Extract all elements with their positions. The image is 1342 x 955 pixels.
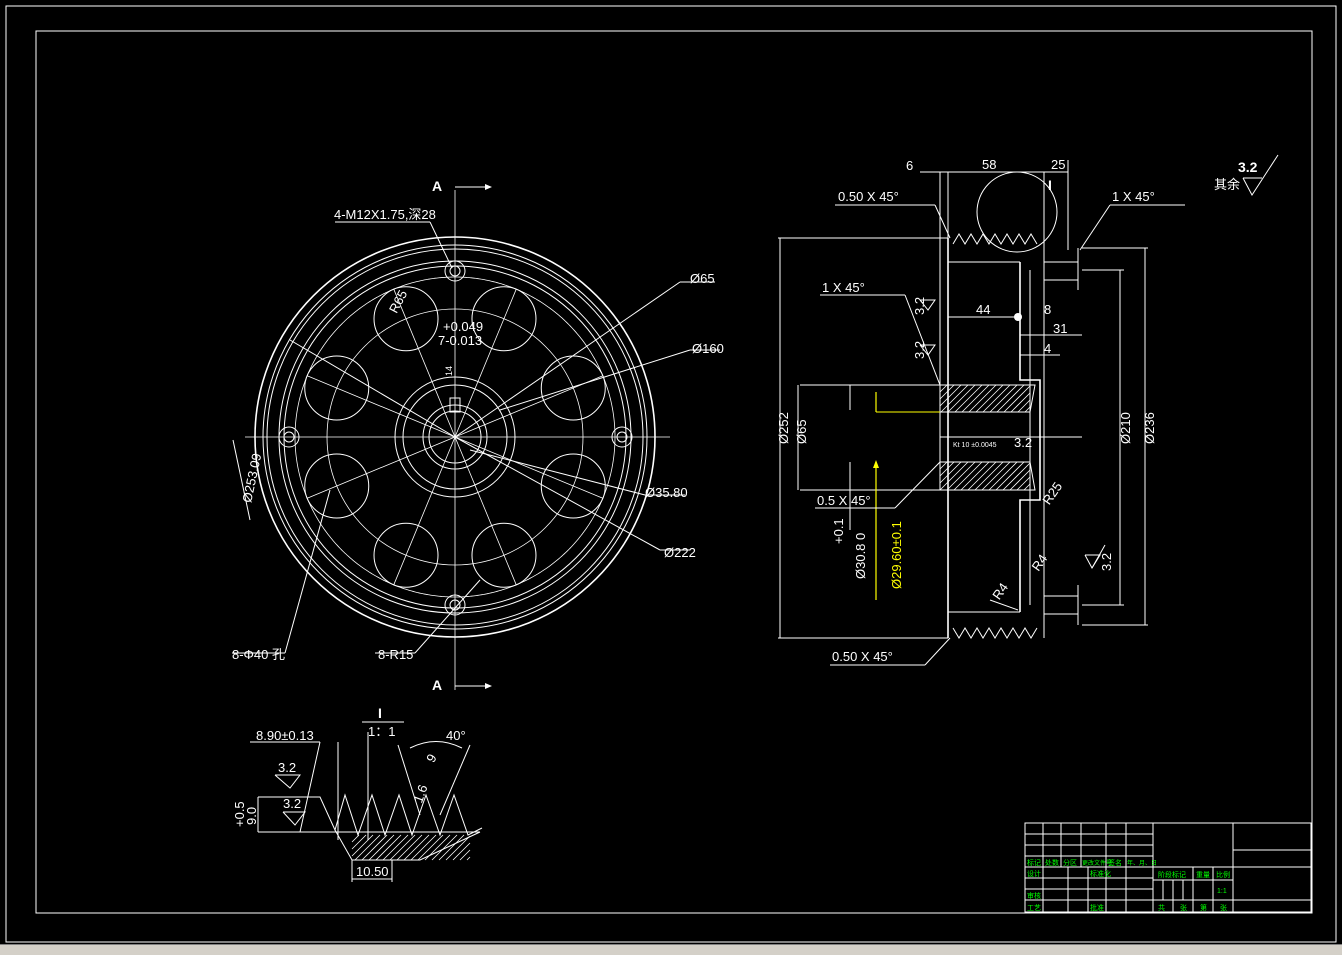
tb-weight: 重量 [1196,871,1210,879]
dia236: Ø236 [1142,412,1157,444]
tb-design: 设计 [1027,869,1041,878]
tb-sheets-b: 第 [1200,903,1207,912]
lightening-hole [304,355,370,421]
detail-width: 10.50 [356,864,389,879]
tb-c4: 更改文件号 [1082,859,1112,867]
dim-25: 25 [1051,157,1065,172]
tb-approve: 批准 [1090,903,1104,912]
detail-ra-b: 3.2 [283,796,301,811]
dia29-6: Ø29.60±0.1 [889,521,904,589]
dia222: Ø222 [664,545,696,560]
lightening-holes [304,286,606,588]
tolerance-upper: +0.049 [443,319,483,334]
key-depth: 14 [444,366,454,376]
key-note: Kt 10 ±0.0045 [953,442,997,449]
front-view: A A [232,178,724,693]
lightening-hole [373,286,439,352]
tb-ratio: 比例 [1216,870,1230,879]
tb-stage: 阶段标记 [1158,870,1186,879]
detail-angle: 40° [446,728,466,743]
chamfer-bottom: 0.50 X 45° [832,649,893,664]
detail-depth: 9.0 [244,807,259,825]
roughness-value: 3.2 [1238,159,1258,175]
radius-note: 8-R15 [378,647,413,662]
ra32-c: 3.2 [1014,435,1032,450]
inner-frame [35,30,1313,914]
section-mark-bottom: A [432,677,442,693]
chamfer-05: 0.5 X 45° [817,493,871,508]
dia252: Ø252 [776,412,791,444]
dim-6: 6 [906,158,913,173]
dim-31: 31 [1053,321,1067,336]
detail-depth-tol: +0.5 [232,801,247,827]
roughness-label: 其余 [1214,177,1240,192]
dia160-front: Ø160 [692,341,724,356]
ra32-b: 3.2 [912,341,927,359]
lightening-hole [471,522,537,588]
holes-note: 8-Φ40 孔 [232,647,285,662]
tb-sheets-a: 张 [1180,903,1187,912]
outer-frame [5,5,1337,943]
dia210: Ø210 [1118,412,1133,444]
detail-r9: 9 [423,751,440,765]
dia-outer-angled: Ø253.09 [239,452,264,504]
dim-4: 4 [1044,341,1051,356]
r4-b: R4 [989,580,1011,602]
tb-c1: 标记 [1027,858,1041,867]
tol-01: +0.1 [831,518,846,544]
detail-r16: 1.6 [410,783,430,805]
dia65-section: Ø65 [794,419,809,444]
tb-c5: 签名 [1108,858,1122,867]
lightening-hole [373,522,439,588]
tb-process: 工艺 [1027,904,1041,912]
dim-8: 8 [1044,302,1051,317]
detail-scale: 1：1 [368,724,395,739]
tb-c3: 分区 [1063,858,1077,867]
status-bar [0,944,1342,955]
chamfer-top-left: 0.50 X 45° [838,189,899,204]
tb-review: 审核 [1027,891,1041,900]
r25: R25 [1039,479,1065,507]
lightening-hole [471,286,537,352]
dia30-8: Ø30.8 0 [853,533,868,579]
tb-sheets-total: 共 [1158,903,1165,912]
title-block [1024,822,1312,913]
thread-note: 4-M12X1.75,深28 [334,207,436,222]
tb-std: 标准化 [1090,869,1111,878]
tb-sheets-c: 张 [1220,903,1227,912]
detail-ra-a: 3.2 [278,760,296,775]
r4-a: R4 [1028,551,1050,573]
dim-44: 44 [976,302,990,317]
tb-c6: 年、月、日 [1127,859,1157,867]
section-view [778,160,1185,666]
lightening-hole [540,453,606,519]
detail-pitch: 8.90±0.13 [256,728,314,743]
section-mark-top: A [432,178,442,194]
tb-c2: 处数 [1045,858,1059,867]
detail-i-mark: I [1048,177,1052,193]
ra32-d: 3.2 [1099,553,1114,571]
detail-view [250,721,483,882]
chamfer-top-right: 1 X 45° [1112,189,1155,204]
chamfer-inner: 1 X 45° [822,280,865,295]
roughness-symbol [1242,154,1279,196]
tb-ratio-val: 1:1 [1217,888,1227,895]
key-width: 7-0.013 [438,333,482,348]
dia65-front: Ø65 [690,271,715,286]
dia35-80: Ø35.80 [645,485,688,500]
dim-58: 58 [982,157,996,172]
ra32-a: 3.2 [912,297,927,315]
detail-title: I [378,705,382,721]
lightening-hole [304,453,370,519]
